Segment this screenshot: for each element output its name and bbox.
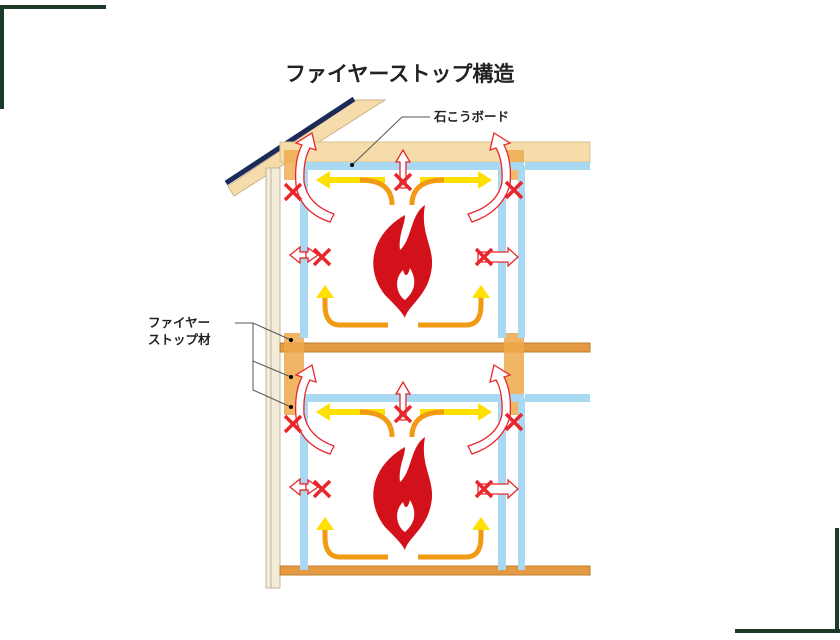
blocked-x-icon bbox=[283, 414, 303, 434]
corner-bracket-top-left bbox=[0, 5, 106, 9]
flame-icon bbox=[373, 205, 433, 318]
floor-beam bbox=[279, 342, 591, 353]
heat-arrow-up bbox=[322, 296, 388, 328]
corner-bracket-bottom-right bbox=[735, 629, 840, 633]
blocked-x-icon bbox=[393, 404, 413, 424]
arrow-head-icon bbox=[472, 517, 490, 530]
heat-arrow-up bbox=[418, 296, 484, 328]
arrow-head-icon bbox=[316, 403, 330, 421]
blocked-smoke-arrow-icon bbox=[294, 131, 335, 223]
room-2 bbox=[283, 363, 590, 570]
blocked-smoke-arrow-icon bbox=[294, 363, 335, 455]
gypsum-board-wall bbox=[518, 166, 525, 338]
gypsum-board-ceiling bbox=[296, 394, 524, 402]
blocked-smoke-arrow-icon bbox=[288, 245, 307, 265]
blocked-x-icon bbox=[504, 180, 524, 200]
firestop-label-line1: ファイヤー bbox=[148, 315, 211, 330]
blocked-x-icon bbox=[474, 479, 494, 499]
gypsum-board-ceiling bbox=[525, 394, 590, 402]
gypsum-board-label: 石こうボード bbox=[434, 109, 510, 124]
blocked-x-icon bbox=[312, 479, 332, 499]
arrow-head-icon bbox=[472, 285, 490, 298]
flame-icon bbox=[373, 437, 433, 550]
gypsum-board-ceiling bbox=[296, 162, 524, 170]
blocked-x-icon bbox=[474, 247, 494, 267]
blocked-x-icon bbox=[393, 172, 413, 192]
arrow-head-icon bbox=[478, 403, 492, 421]
firestop-leader bbox=[252, 361, 292, 408]
corner-bracket-top-left-vertical bbox=[0, 5, 4, 109]
diagram-title: ファイヤーストップ構造 bbox=[285, 62, 515, 86]
exterior-wall bbox=[265, 167, 281, 589]
heat-arrow-curve bbox=[359, 177, 445, 206]
gypsum-board-leader bbox=[351, 116, 430, 166]
corner-bracket-bottom-right-vertical bbox=[835, 528, 839, 633]
heat-arrow-up bbox=[418, 528, 484, 560]
arrow-head-icon bbox=[478, 171, 492, 189]
heat-arrow-curve bbox=[359, 409, 445, 438]
room-1 bbox=[283, 131, 590, 338]
blocked-smoke-arrow-icon bbox=[467, 363, 512, 455]
firestop-label-line2: ストップ材 bbox=[148, 332, 211, 347]
blocked-smoke-arrow-icon bbox=[467, 131, 512, 223]
gypsum-board-wall bbox=[518, 398, 525, 570]
arrow-head-icon bbox=[316, 171, 330, 189]
blocked-smoke-arrow-icon bbox=[288, 477, 307, 497]
ceiling-beam bbox=[279, 141, 591, 163]
arrow-head-icon bbox=[316, 517, 334, 530]
blocked-x-icon bbox=[312, 247, 332, 267]
roof-covering bbox=[224, 96, 356, 186]
floor-beam-lower bbox=[279, 565, 591, 576]
arrow-head-icon bbox=[316, 285, 334, 298]
heat-arrow-up bbox=[322, 528, 388, 560]
blocked-x-icon bbox=[504, 412, 524, 432]
gypsum-board-ceiling bbox=[525, 162, 590, 170]
firestop-leader bbox=[235, 322, 292, 341]
blocked-x-icon bbox=[283, 182, 303, 202]
